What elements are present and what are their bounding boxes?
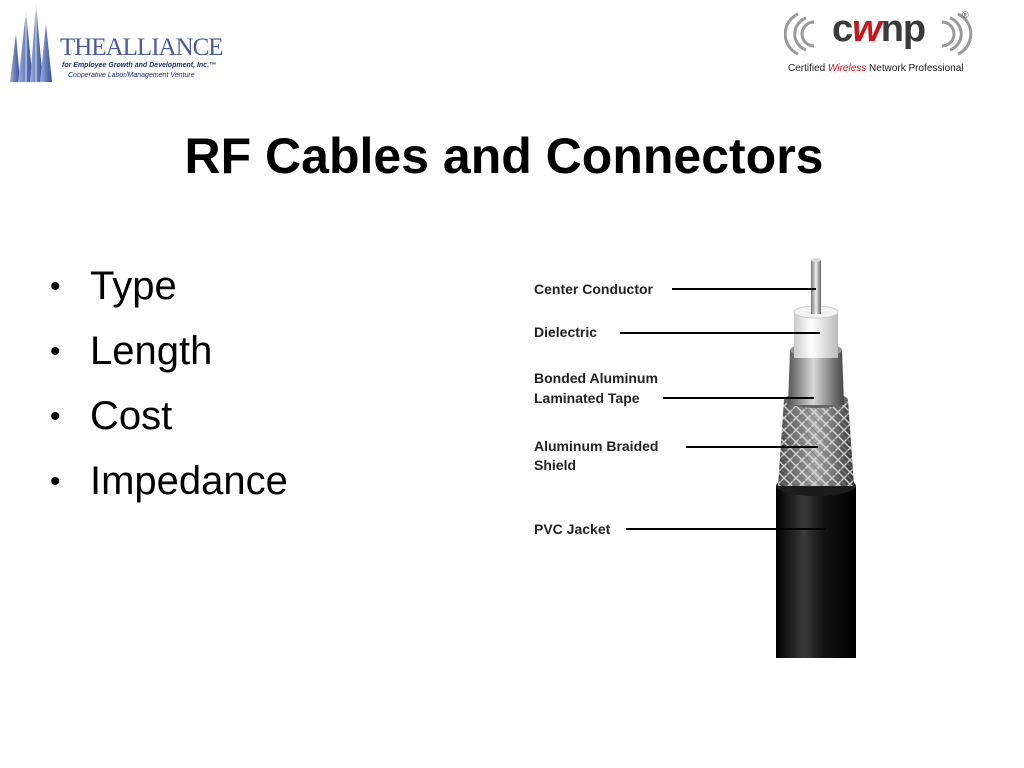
dielectric-layer (794, 312, 838, 358)
cwnp-tag-accent: Wireless (828, 63, 867, 74)
label-tape-line2: Laminated Tape (534, 390, 640, 406)
bullet-dot-icon: • (50, 400, 61, 433)
bullet-text: Impedance (90, 459, 288, 503)
cwnp-prefix: c (832, 8, 853, 50)
label-dielectric: Dielectric (534, 324, 598, 340)
cwnp-tag-post: Network Professional (866, 63, 964, 74)
alliance-name: THEALLIANCE (60, 34, 224, 61)
bullet-list: • Type • Length • Cost • Impedance (50, 254, 288, 514)
bullet-item: • Impedance (50, 449, 288, 514)
coax-cable-diagram: Center Conductor Dielectric Bonded Alumi… (520, 250, 880, 670)
slide-title: RF Cables and Connectors (184, 128, 824, 184)
alliance-logo: THEALLIANCE for Employee Growth and Deve… (6, 4, 224, 84)
registered-mark: ® (962, 10, 969, 20)
cwnp-tag-pre: Certified (788, 63, 829, 74)
alliance-tagline: Cooperative Labor/Management Venture (68, 72, 195, 79)
label-tape-line1: Bonded Aluminum (534, 370, 658, 386)
cwnp-suffix: np (880, 8, 926, 50)
label-pvc-jacket: PVC Jacket (534, 521, 611, 537)
cwnp-logo: cwnp ® Certified Wireless Network Profes… (784, 6, 974, 76)
alliance-buildings-icon (10, 4, 52, 82)
pvc-jacket (776, 479, 856, 658)
cwnp-wave-icon (784, 12, 973, 56)
bullet-item: • Cost (50, 384, 288, 449)
label-braid-line1: Aluminum Braided (534, 438, 659, 454)
label-center-conductor: Center Conductor (534, 281, 653, 297)
aluminum-tape (788, 350, 844, 405)
alliance-subtitle: for Employee Growth and Development, Inc… (62, 62, 217, 69)
cwnp-accent: w (852, 8, 882, 50)
bullet-text: Length (90, 329, 213, 373)
center-conductor (811, 260, 821, 314)
cwnp-wordmark: cwnp (832, 8, 926, 51)
bullet-dot-icon: • (50, 465, 61, 498)
bullet-item: • Type (50, 254, 288, 319)
bullet-item: • Length (50, 319, 288, 384)
label-braid-line2: Shield (534, 457, 577, 473)
bullet-dot-icon: • (50, 335, 61, 368)
bullet-text: Type (90, 264, 177, 308)
bullet-dot-icon: • (50, 270, 61, 303)
cwnp-tagline: Certified Wireless Network Professional (788, 63, 964, 74)
bullet-text: Cost (90, 394, 173, 438)
coax-cable-illustration (620, 258, 856, 658)
